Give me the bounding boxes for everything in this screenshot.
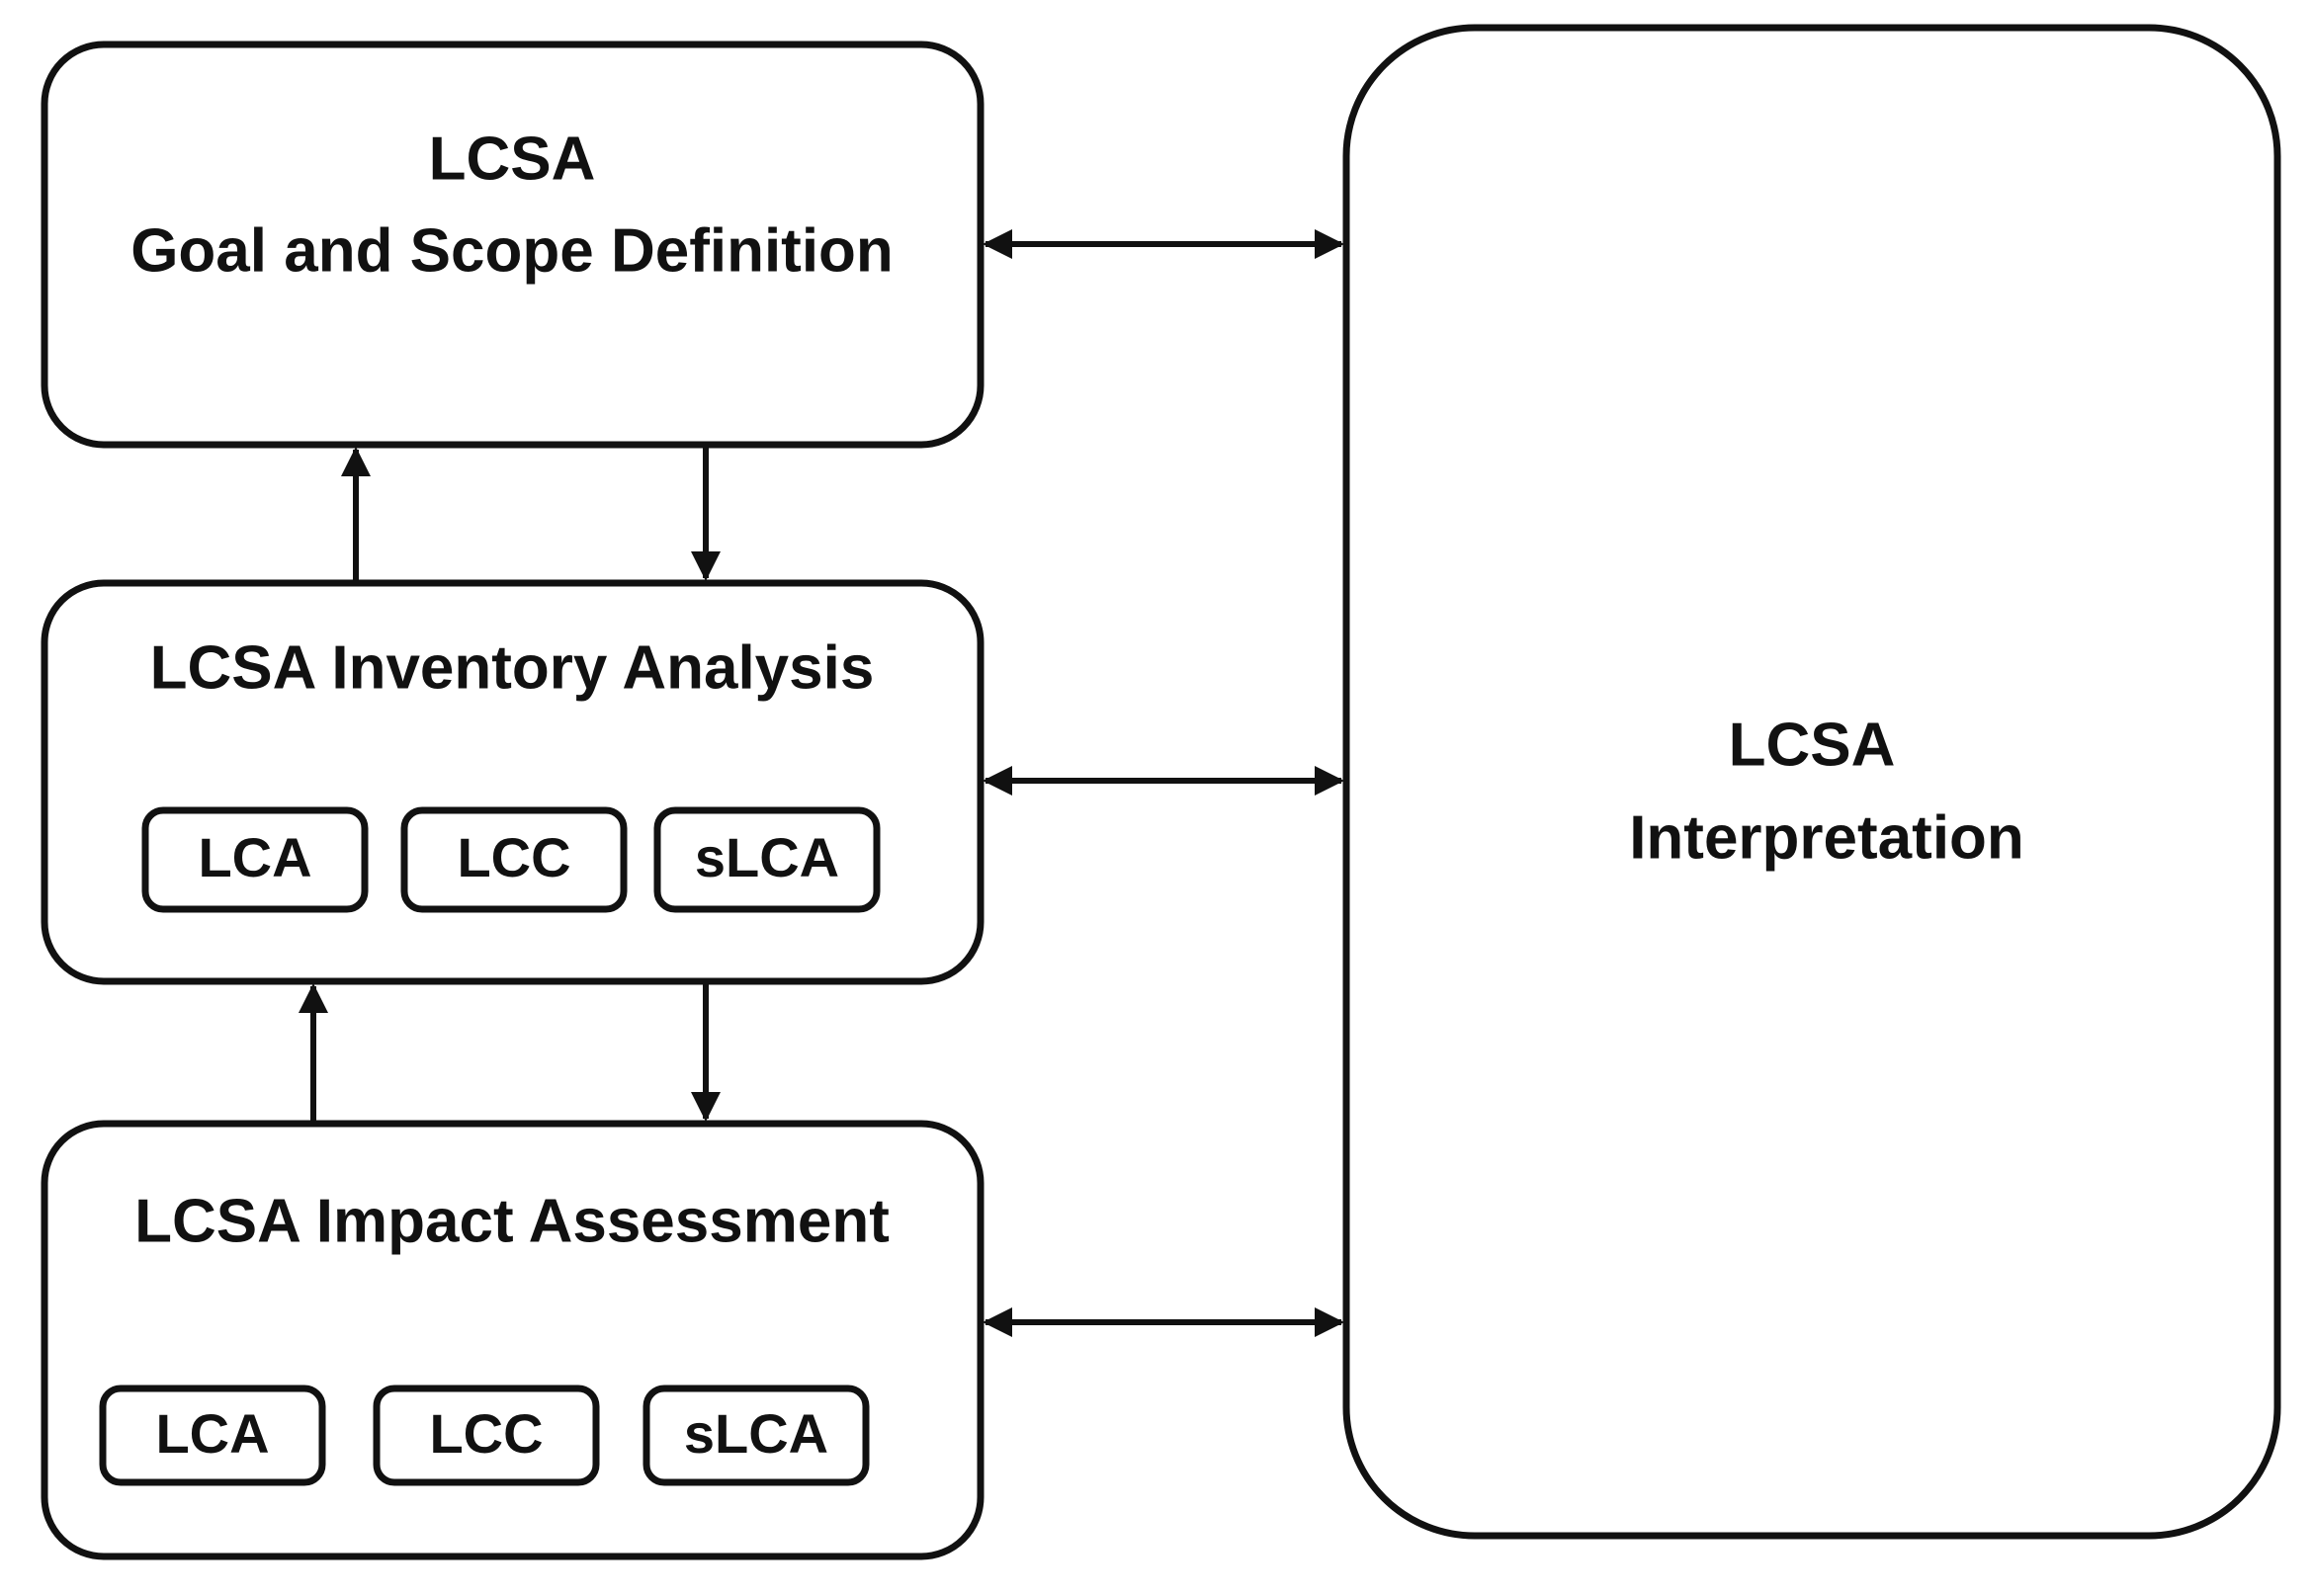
inventory-method-lca-label: LCA — [198, 826, 311, 888]
connectors — [299, 229, 1344, 1337]
inventory-analysis-box: LCSA Inventory Analysis LCA LCC sLCA — [41, 579, 985, 985]
impact-method-lca: LCA — [99, 1385, 326, 1486]
interpretation-line1: LCSA — [1729, 711, 1896, 779]
inventory-method-lca: LCA — [141, 806, 369, 913]
interpretation-box: LCSA Interpretation — [1342, 24, 2281, 1540]
impact-method-lcc: LCC — [373, 1385, 600, 1486]
impact-method-lca-label: LCA — [155, 1402, 269, 1465]
impact-method-slca-label: sLCA — [684, 1402, 828, 1465]
impact-method-slca: sLCA — [642, 1385, 870, 1486]
inventory-title: LCSA Inventory Analysis — [150, 633, 875, 702]
impact-method-lcc-label: LCC — [429, 1402, 543, 1465]
inventory-method-slca-label: sLCA — [695, 826, 839, 888]
inventory-method-lcc: LCC — [400, 806, 628, 913]
inventory-method-lcc-label: LCC — [457, 826, 570, 888]
goal-scope-box: LCSA Goal and Scope Definition — [41, 41, 985, 449]
inventory-method-slca: sLCA — [653, 806, 881, 913]
interpretation-line2: Interpretation — [1629, 803, 2024, 872]
goal-scope-line1: LCSA — [429, 125, 596, 193]
impact-assessment-box: LCSA Impact Assessment LCA LCC sLCA — [41, 1120, 985, 1560]
impact-title: LCSA Impact Assessment — [134, 1187, 890, 1255]
goal-scope-line2: Goal and Scope Definition — [130, 216, 894, 285]
